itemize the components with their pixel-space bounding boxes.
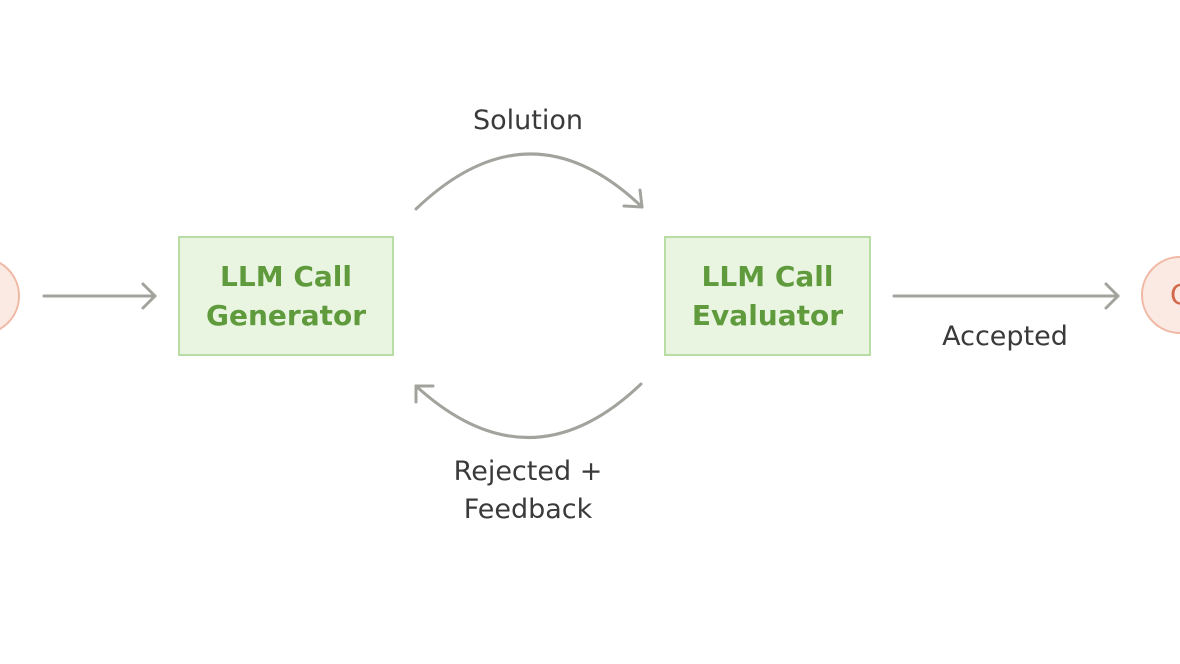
- solution-arrow: [414, 152, 644, 211]
- input-to-generator-arrow: [42, 282, 157, 310]
- output-node-label: O: [1170, 278, 1180, 311]
- llm-call-evaluator-box: LLM Call Evaluator: [664, 236, 871, 356]
- feedback-arrow: [414, 382, 643, 439]
- feedback-label: Feedback: [463, 494, 593, 525]
- evaluator-title: LLM Call: [701, 260, 834, 293]
- evaluator-subtitle: Evaluator: [691, 299, 844, 332]
- rejected-label: Rejected +: [453, 456, 603, 487]
- generator-subtitle: Generator: [205, 299, 367, 332]
- rejected-feedback-label: Rejected + Feedback: [418, 453, 638, 529]
- solution-label: Solution: [473, 105, 583, 136]
- accepted-label: Accepted: [942, 321, 1068, 352]
- llm-call-generator-box: LLM Call Generator: [178, 236, 394, 356]
- generator-title: LLM Call: [220, 260, 352, 293]
- accepted-arrow: [892, 282, 1120, 310]
